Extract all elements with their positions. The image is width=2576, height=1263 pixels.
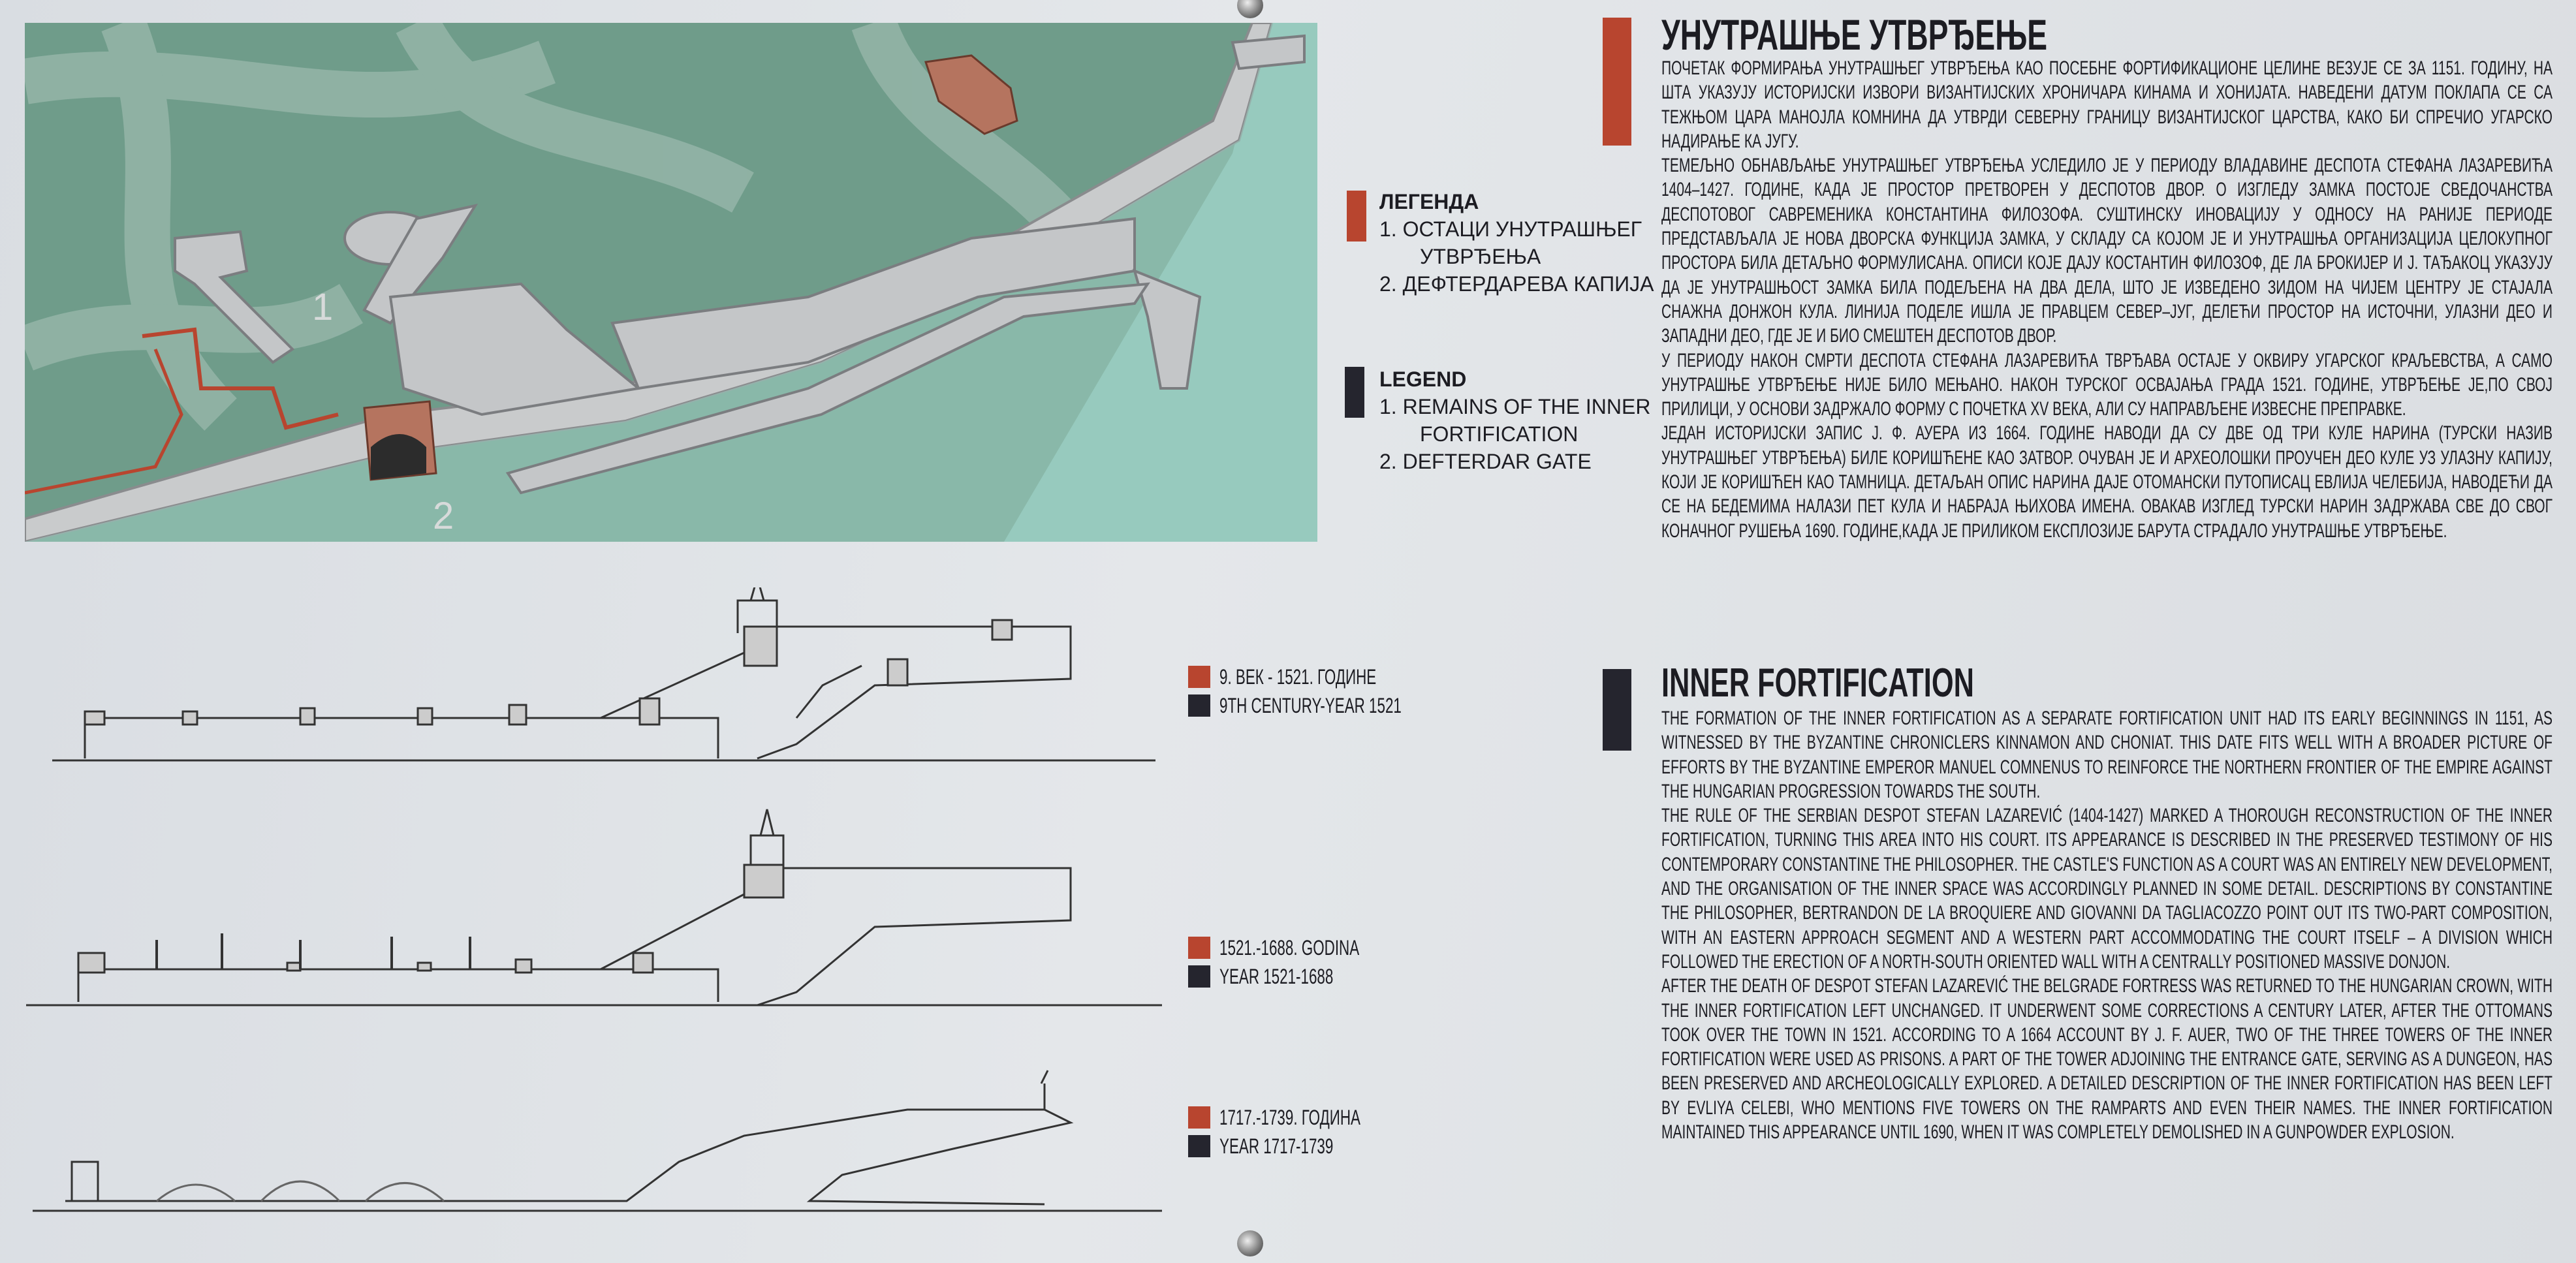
- elevation-sketches: [26, 587, 1162, 1212]
- legend-sr-item: 2. ДЕФТЕРДАРЕВА КАПИЈА: [1379, 272, 1654, 296]
- era-legend-3: 1717.-1739. ГОДИНА YEAR 1717-1739: [1188, 1103, 1421, 1161]
- era-label-en: YEAR 1521-1688: [1219, 965, 1334, 988]
- era-label-sr: 9. ВЕК - 1521. ГОДИНЕ: [1219, 665, 1377, 689]
- legend-sr: ЛЕГЕНДА 1. ОСТАЦИ УНУТРАШЊЕГ УТВРЂЕЊА 2.…: [1379, 188, 1654, 298]
- mounting-screw: [1237, 1230, 1263, 1256]
- section-sr-paragraph: Почетак формирања унутрашњег утврђења ка…: [1661, 57, 2552, 152]
- section-sr-paragraph: У периоду након смрти деспота Стефана Ла…: [1661, 349, 2552, 420]
- section-en-paragraph: The formation of the inner fortification…: [1661, 708, 2552, 802]
- map-label-1: 1: [312, 286, 333, 328]
- legend-sr-title: ЛЕГЕНДА: [1379, 190, 1479, 213]
- era-label-sr: 1717.-1739. ГОДИНА: [1219, 1106, 1360, 1129]
- legend-en: LEGEND 1. REMAINS OF THE INNER FORTIFICA…: [1379, 366, 1650, 475]
- section-en-paragraph: After the death of despot Stefan Lazarev…: [1661, 975, 2552, 1144]
- elevation-9th-century-1521: [52, 587, 1155, 762]
- era-label-en: YEAR 1717-1739: [1219, 1134, 1334, 1158]
- era-label-sr: 1521.-1688. GODINA: [1219, 936, 1360, 959]
- fortress-map-illustration: 1 2: [25, 23, 1317, 542]
- legend-sr-item: 1. ОСТАЦИ УНУТРАШЊЕГ: [1379, 217, 1642, 241]
- legend-en-color-bar: [1345, 367, 1364, 418]
- legend-en-item: 2. DEFTERDAR GATE: [1379, 450, 1592, 473]
- legend-en-item: FORTIFICATION: [1420, 422, 1579, 446]
- legend-sr-color-bar: [1347, 191, 1366, 242]
- map-drawing: 1 2: [25, 23, 1317, 542]
- section-en: INNER FORTIFICATION The formation of the…: [1661, 661, 2552, 1144]
- elevation-1717-1739: [33, 1070, 1162, 1212]
- section-sr-paragraph: Темељно обнављање унутрашњег утврђења ус…: [1661, 155, 2552, 347]
- era-swatch-dark: [1188, 1135, 1210, 1157]
- legend-en-item: 1. REMAINS OF THE INNER: [1379, 395, 1651, 418]
- elevation-1521-1688: [26, 809, 1162, 1006]
- section-sr: УНУТРАШЊЕ УТВРЂЕЊЕ Почетак формирања уну…: [1661, 12, 2552, 543]
- legend-sr-item: УТВРЂЕЊА: [1420, 245, 1541, 268]
- era-swatch-red: [1188, 937, 1210, 959]
- era-swatch-red: [1188, 666, 1210, 688]
- map-label-2: 2: [433, 495, 454, 537]
- section-en-title: INNER FORTIFICATION: [1661, 661, 1974, 706]
- section-en-paragraph: The rule of the Serbian despot Stefan La…: [1661, 805, 2552, 973]
- mounting-screw: [1237, 0, 1263, 18]
- era-swatch-dark: [1188, 694, 1210, 717]
- section-sr-paragraph: Један историјски запис Ј. Ф. Ауера из 16…: [1661, 422, 2552, 542]
- era-label-en: 9TH CENTURY-YEAR 1521: [1219, 694, 1402, 717]
- era-legend-2: 1521.-1688. GODINA YEAR 1521-1688: [1188, 933, 1419, 991]
- era-swatch-dark: [1188, 965, 1210, 988]
- legend-en-title: LEGEND: [1379, 367, 1467, 391]
- era-swatch-red: [1188, 1106, 1210, 1129]
- section-sr-title: УНУТРАШЊЕ УТВРЂЕЊЕ: [1661, 10, 2048, 59]
- era-legend-1: 9. ВЕК - 1521. ГОДИНЕ 9TH CENTURY-YEAR 1…: [1188, 663, 1479, 720]
- section-sr-accent-bar: [1603, 18, 1631, 146]
- section-en-accent-bar: [1603, 669, 1631, 751]
